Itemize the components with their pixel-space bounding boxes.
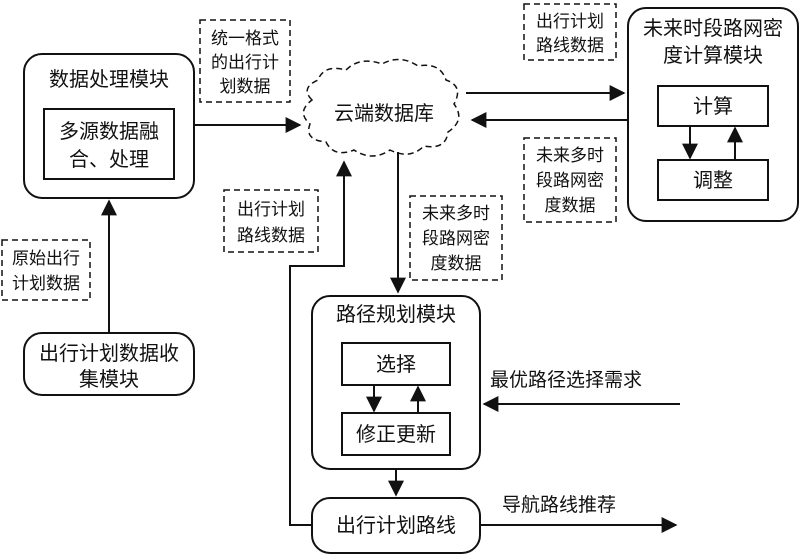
note-future-right-line-2: 段路网密	[536, 171, 604, 191]
note-plan-left-line-2: 路线数据	[237, 226, 305, 246]
note-unified-line-1: 统一格式	[211, 29, 279, 49]
cloud-database-label: 云端数据库	[334, 101, 434, 125]
calc-box	[657, 85, 769, 127]
note-plan-top-line-2: 路线数据	[536, 36, 604, 56]
note-raw-data: 原始出行 计划数据	[1, 239, 91, 301]
note-future-density-right: 未来多时 段路网密 度数据	[523, 137, 617, 223]
note-plan-top-line-1: 出行计划	[536, 12, 604, 32]
note-future-density-mid: 未来多时 段路网密 度数据	[409, 195, 503, 281]
output-route-label: 出行计划路线	[336, 513, 456, 537]
density-title-line-1: 未来时段路网密	[643, 16, 783, 40]
select-box	[341, 342, 451, 386]
select-label: 选择	[376, 352, 416, 376]
adjust-box	[657, 159, 769, 201]
fusion-line-2: 合、处理	[69, 147, 149, 171]
note-unified-data: 统一格式 的出行计 划数据	[199, 19, 291, 103]
route-planning-module: 路径规划模块 选择 修正更新	[311, 295, 481, 470]
collection-line-1: 出行计划数据收	[39, 341, 179, 365]
recommend-label: 导航路线推荐	[502, 494, 616, 516]
demand-label: 最优路径选择需求	[490, 369, 642, 391]
fusion-box	[43, 108, 175, 180]
note-plan-route-left: 出行计划 路线数据	[223, 189, 319, 253]
arrow-output-to-cloud	[289, 160, 352, 526]
note-future-mid-line-3: 度数据	[431, 254, 482, 274]
data-processing-title: 数据处理模块	[49, 67, 169, 91]
route-planning-title: 路径规划模块	[336, 302, 456, 326]
note-plan-route-top: 出行计划 路线数据	[523, 3, 617, 61]
collection-module: 出行计划数据收 集模块	[23, 332, 195, 396]
cloud-database: 云端数据库	[302, 58, 460, 157]
note-unified-line-3: 划数据	[220, 77, 271, 97]
note-raw-line-2: 计划数据	[12, 274, 80, 294]
density-title-line-2: 度计算模块	[663, 43, 763, 67]
revise-label: 修正更新	[356, 422, 436, 446]
note-future-right-line-1: 未来多时	[536, 146, 604, 166]
collection-line-2: 集模块	[79, 367, 139, 391]
adjust-label: 调整	[693, 168, 733, 192]
note-plan-left-line-1: 出行计划	[237, 200, 305, 220]
density-calc-module: 未来时段路网密 度计算模块 计算 调整	[627, 7, 799, 222]
fusion-line-1: 多源数据融	[59, 119, 159, 143]
revise-box	[341, 412, 451, 456]
note-future-right-line-3: 度数据	[545, 196, 596, 216]
note-future-mid-line-2: 段路网密	[422, 229, 490, 249]
note-unified-line-2: 的出行计	[211, 53, 279, 73]
note-raw-line-1: 原始出行	[12, 249, 80, 269]
calc-label: 计算	[693, 94, 733, 118]
output-route-module: 出行计划路线	[311, 497, 481, 554]
note-future-mid-line-1: 未来多时	[422, 204, 490, 224]
data-processing-module: 数据处理模块 多源数据融 合、处理	[23, 53, 195, 199]
